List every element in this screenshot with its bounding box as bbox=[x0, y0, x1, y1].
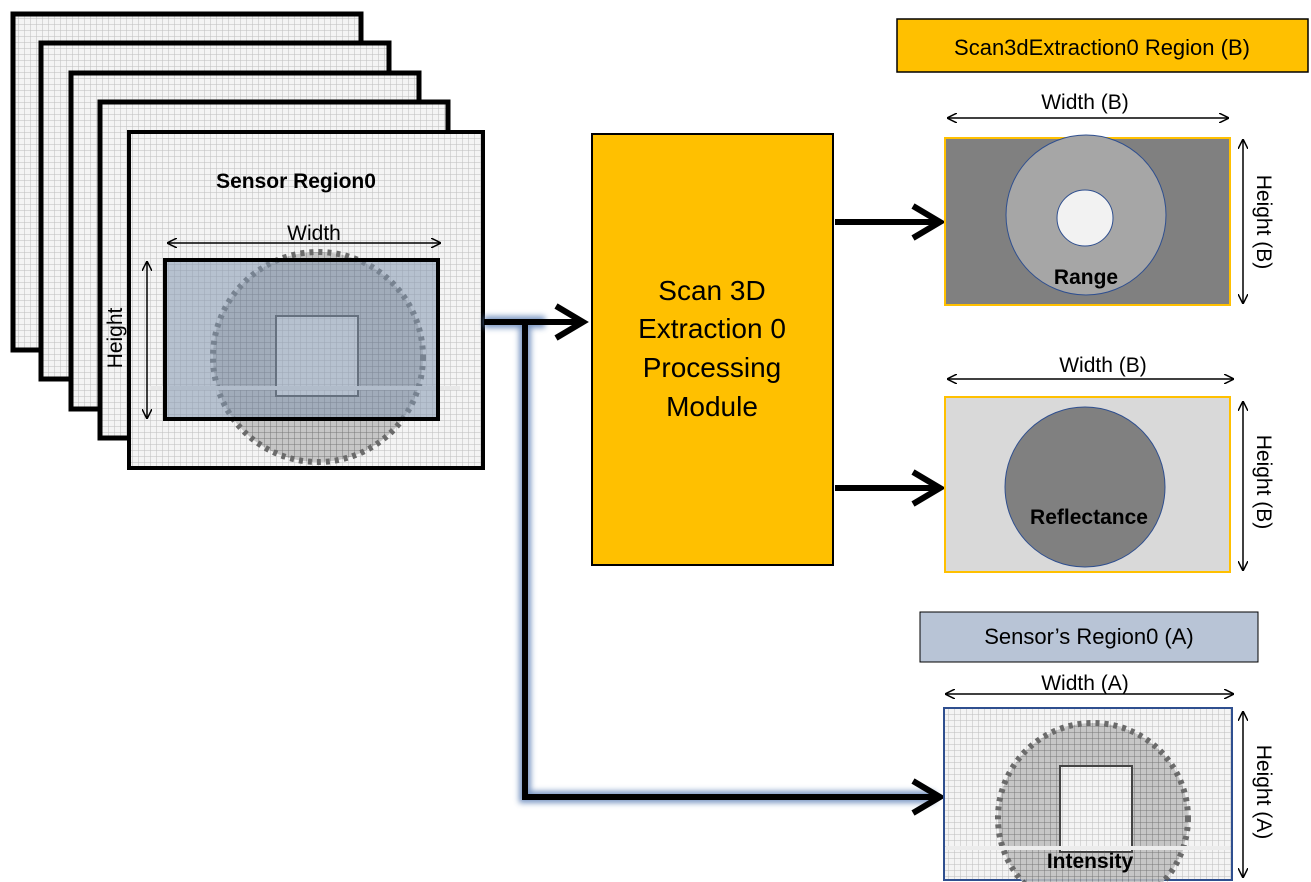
reflectance-width-label: Width (B) bbox=[1059, 354, 1147, 377]
region-b-header bbox=[896, 18, 1309, 73]
sensor-region-title: Sensor Region0 bbox=[216, 170, 376, 193]
reflectance-height-label: Height (B) bbox=[1252, 435, 1275, 530]
region-a-header-label: Sensor’s Region0 (A) bbox=[984, 624, 1194, 649]
intensity-target-image bbox=[946, 720, 1230, 882]
range-label: Range bbox=[1054, 266, 1118, 289]
processing-module bbox=[591, 133, 834, 566]
region-a-header bbox=[919, 611, 1259, 663]
range-height-label: Height (B) bbox=[1252, 175, 1275, 270]
range-core bbox=[1056, 189, 1114, 247]
intensity-label: Intensity bbox=[1047, 850, 1134, 873]
module-label-line2: Extraction 0 bbox=[638, 313, 786, 344]
reflectance-disc bbox=[1004, 406, 1166, 568]
region-b-header-label: Scan3dExtraction0 Region (B) bbox=[954, 35, 1250, 60]
sensor-width-label: Width bbox=[287, 222, 341, 245]
sensor-height-label: Height bbox=[104, 307, 127, 368]
intensity-height-label: Height (A) bbox=[1252, 745, 1275, 840]
module-label-line1: Scan 3D bbox=[658, 275, 765, 306]
intensity-width-label: Width (A) bbox=[1041, 672, 1129, 695]
sensor-roi-box bbox=[163, 258, 440, 421]
range-width-label: Width (B) bbox=[1041, 91, 1129, 114]
connector-sensor-to-module bbox=[484, 303, 946, 816]
module-label-line4: Module bbox=[666, 391, 758, 422]
arrow-module-to-range bbox=[835, 203, 946, 241]
module-label-line3: Processing bbox=[643, 352, 782, 383]
arrow-module-to-reflectance bbox=[835, 469, 946, 507]
reflectance-label: Reflectance bbox=[1030, 506, 1148, 529]
